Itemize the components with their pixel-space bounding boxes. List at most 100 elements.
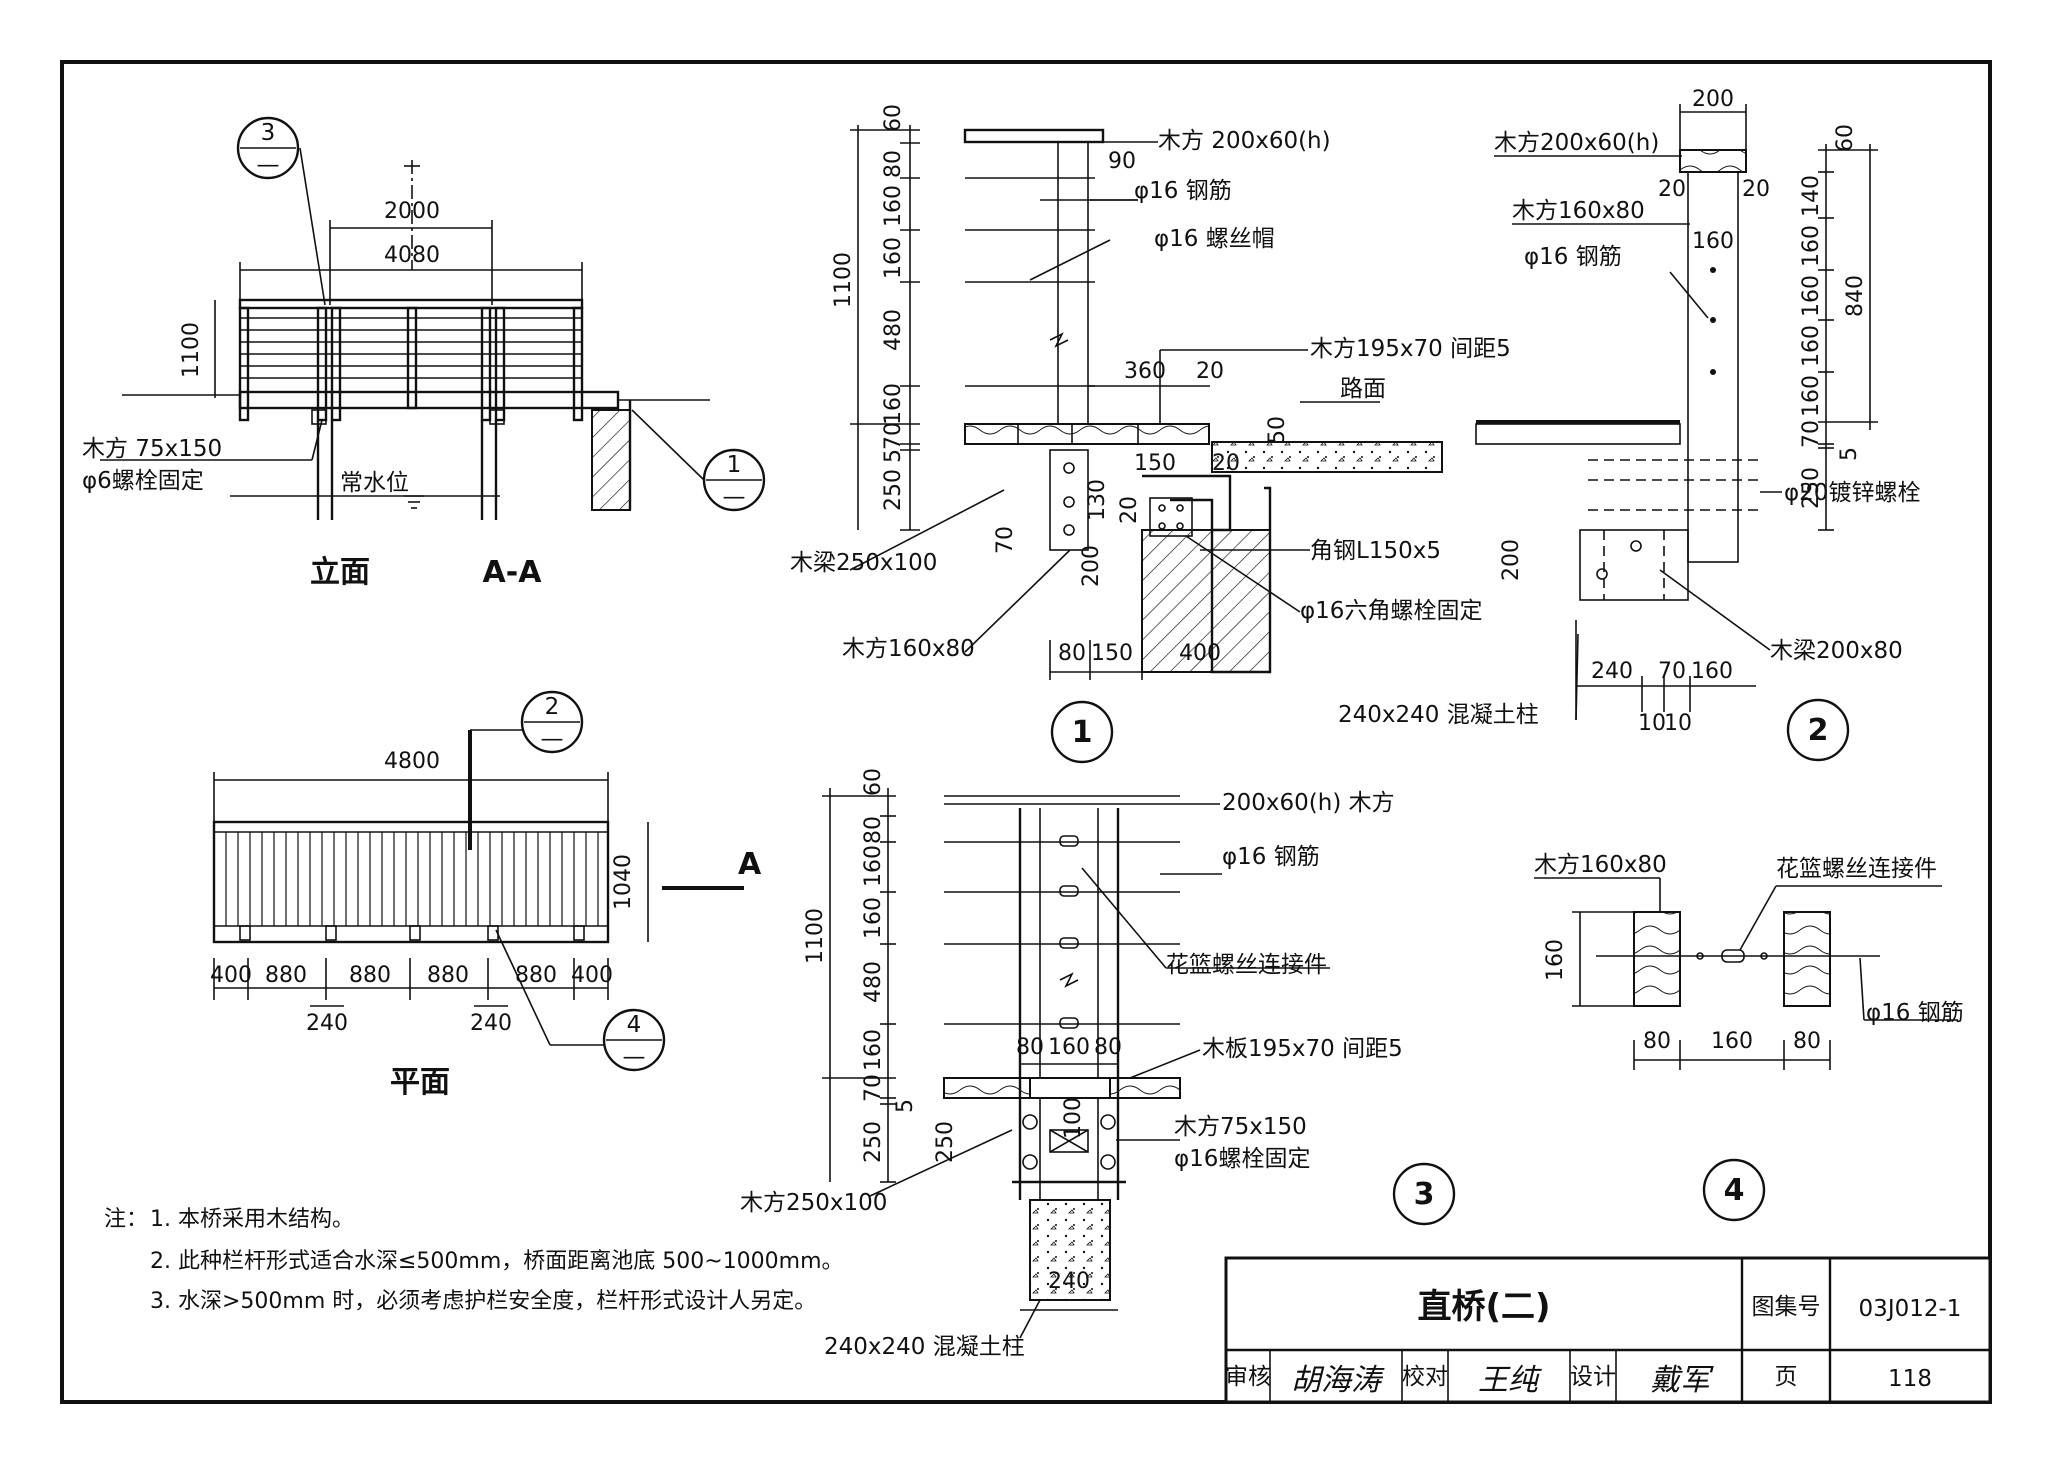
d1-label-hex-bolt: φ16六角螺栓固定: [1300, 598, 1482, 624]
plan-view: 2 — 4800 1040 A 400 880 880: [210, 690, 762, 1100]
d1-label-beam: 木梁250x100: [790, 550, 937, 576]
plan-section-mark: A: [738, 847, 762, 882]
d2-vdim-5: 5: [1837, 447, 1862, 461]
d1-vdim-480: 480: [881, 309, 906, 351]
plan-caption: 平面: [390, 1065, 450, 1100]
sheet-title: 直桥(二): [1417, 1287, 1550, 1327]
d1-vdim-160b: 160: [881, 237, 906, 279]
d2-label-rebar: φ16 钢筋: [1524, 244, 1622, 270]
d3-label-column: 240x240 混凝土柱: [824, 1334, 1025, 1360]
d1-hdim-150: 150: [1091, 641, 1133, 666]
d3-vdim-5: 5: [893, 1099, 918, 1113]
detail-4-number: 4: [1724, 1173, 1745, 1208]
d3-label-bolt: φ16螺栓固定: [1174, 1146, 1310, 1172]
d1-label-150: 150: [1134, 451, 1176, 476]
d2-hdim-160: 160: [1691, 659, 1733, 684]
check-label: 校对: [1402, 1364, 1448, 1390]
detail-1: 60 80 160 160 480 160 70 5 250 1100: [790, 104, 1511, 764]
signature-reviewer: 胡海涛: [1291, 1363, 1385, 1398]
plan-dim-b3: 880: [427, 963, 469, 988]
detail-3: 60 80 160 160 480 160 70 5 250 1100: [740, 768, 1456, 1360]
d1-label-20a: 20: [1196, 359, 1224, 384]
d1-vdim-250: 250: [881, 469, 906, 511]
d1-label-nut: φ16 螺丝帽: [1154, 226, 1275, 252]
plan-dim-b0: 400: [210, 963, 252, 988]
d2-dim-200: 200: [1692, 87, 1734, 112]
d1-hdim-80: 80: [1058, 641, 1086, 666]
d1-vdim-60: 60: [881, 104, 906, 132]
d3-dim-160: 160: [1048, 1035, 1090, 1060]
detail-ref-4-bubble: 4 —: [495, 929, 666, 1072]
d3-vdim-160a: 160: [861, 845, 886, 887]
page-label: 页: [1775, 1364, 1798, 1390]
d1-label-20b: 20: [1212, 451, 1240, 476]
d1-label-deck-boards: 木方195x70 间距5: [1310, 336, 1511, 362]
d1-label-angle: 角钢L150x5: [1310, 538, 1441, 564]
d3-vdim-250: 250: [861, 1121, 886, 1163]
d2-hdim-70: 70: [1658, 659, 1686, 684]
detail-1-number: 1: [1072, 715, 1093, 750]
atlas-number: 03J012-1: [1859, 1296, 1962, 1322]
elev-dim-2000: 2000: [384, 199, 440, 224]
d1-label-130: 130: [1085, 479, 1110, 521]
d3-dim-80b: 80: [1094, 1035, 1122, 1060]
ref-3-sub: —: [257, 152, 280, 178]
d1-label-timber-160: 木方160x80: [842, 636, 975, 662]
d1-label-360: 360: [1124, 359, 1166, 384]
d2-dim-200-side: 200: [1499, 539, 1524, 581]
elev-label-bolt: φ6螺栓固定: [82, 468, 204, 494]
d2-vdim-60: 60: [1833, 124, 1858, 152]
d3-vdim-160c: 160: [861, 1029, 886, 1071]
d2-vdim-140: 140: [1799, 175, 1824, 217]
d1-hdim-400: 400: [1179, 641, 1221, 666]
d2-vdim-160a: 160: [1799, 225, 1824, 267]
d2-inner-160: 160: [1692, 229, 1734, 254]
notes-block: 注： 1. 本桥采用木结构。 2. 此种栏杆形式适合水深≤500mm，桥面距离池…: [104, 1207, 844, 1314]
d1-vdim-70: 70: [881, 422, 906, 450]
ref-4-sub: —: [623, 1044, 646, 1070]
plan-dim-4800: 4800: [384, 749, 440, 774]
design-label: 设计: [1570, 1364, 1616, 1390]
d2-vdim-160d: 160: [1799, 375, 1824, 417]
d2-hdim-240: 240: [1591, 659, 1633, 684]
elevation-view: 3 — 2000 4080 1100: [82, 116, 766, 590]
d2-vdim-70: 70: [1799, 420, 1824, 448]
plan-dim-b5: 400: [571, 963, 613, 988]
elev-label-timber: 木方 75x150: [82, 436, 222, 462]
elev-water-level: 常水位: [340, 470, 409, 496]
ref-1-sub: —: [723, 484, 746, 510]
d1-label-top-rail: 木方 200x60(h): [1158, 128, 1331, 154]
d1-vdim-80: 80: [881, 150, 906, 178]
d1-label-rebar: φ16 钢筋: [1134, 178, 1232, 204]
d2-vdim-250: 250: [1799, 467, 1824, 509]
plan-deck-boards: [225, 832, 599, 926]
d3-vdim-160b: 160: [861, 897, 886, 939]
d3-dim-240: 240: [1048, 1269, 1090, 1294]
d1-label-200: 200: [1079, 545, 1104, 587]
note-2: 2. 此种栏杆形式适合水深≤500mm，桥面距离池底 500~1000mm。: [150, 1249, 844, 1274]
d3-dim-250: 250: [933, 1121, 958, 1163]
sheet-frame: [60, 60, 1992, 1404]
d2-hdim-10b: 10: [1664, 711, 1692, 736]
d3-dim-80a: 80: [1016, 1035, 1044, 1060]
d4-label-turnbuckle: 花篮螺丝连接件: [1776, 856, 1937, 882]
notes-prefix: 注：: [104, 1207, 148, 1232]
signature-designer: 戴军: [1650, 1363, 1714, 1398]
d4-hdim-80a: 80: [1643, 1029, 1671, 1054]
d1-label-20c: 20: [1117, 496, 1142, 524]
d2-label-post: 木方160x80: [1512, 198, 1645, 224]
d4-label-rebar: φ16 钢筋: [1866, 1000, 1964, 1026]
elevation-caption: 立面: [310, 555, 370, 590]
d1-label-90: 90: [1108, 149, 1136, 174]
d1-vdim-160a: 160: [881, 185, 906, 227]
plan-dim-b2: 880: [349, 963, 391, 988]
plan-dim-post-1: 240: [306, 1011, 348, 1036]
d2-hdim-10a: 10: [1638, 711, 1666, 736]
elev-dim-1100: 1100: [179, 322, 204, 378]
d3-vdim-80: 80: [861, 816, 886, 844]
review-label: 审核: [1225, 1364, 1271, 1390]
d1-vdim-5: 5: [881, 449, 906, 463]
d2-vdim-840: 840: [1843, 275, 1868, 317]
d3-vdim-480: 480: [861, 961, 886, 1003]
d4-label-timber: 木方160x80: [1534, 852, 1667, 878]
